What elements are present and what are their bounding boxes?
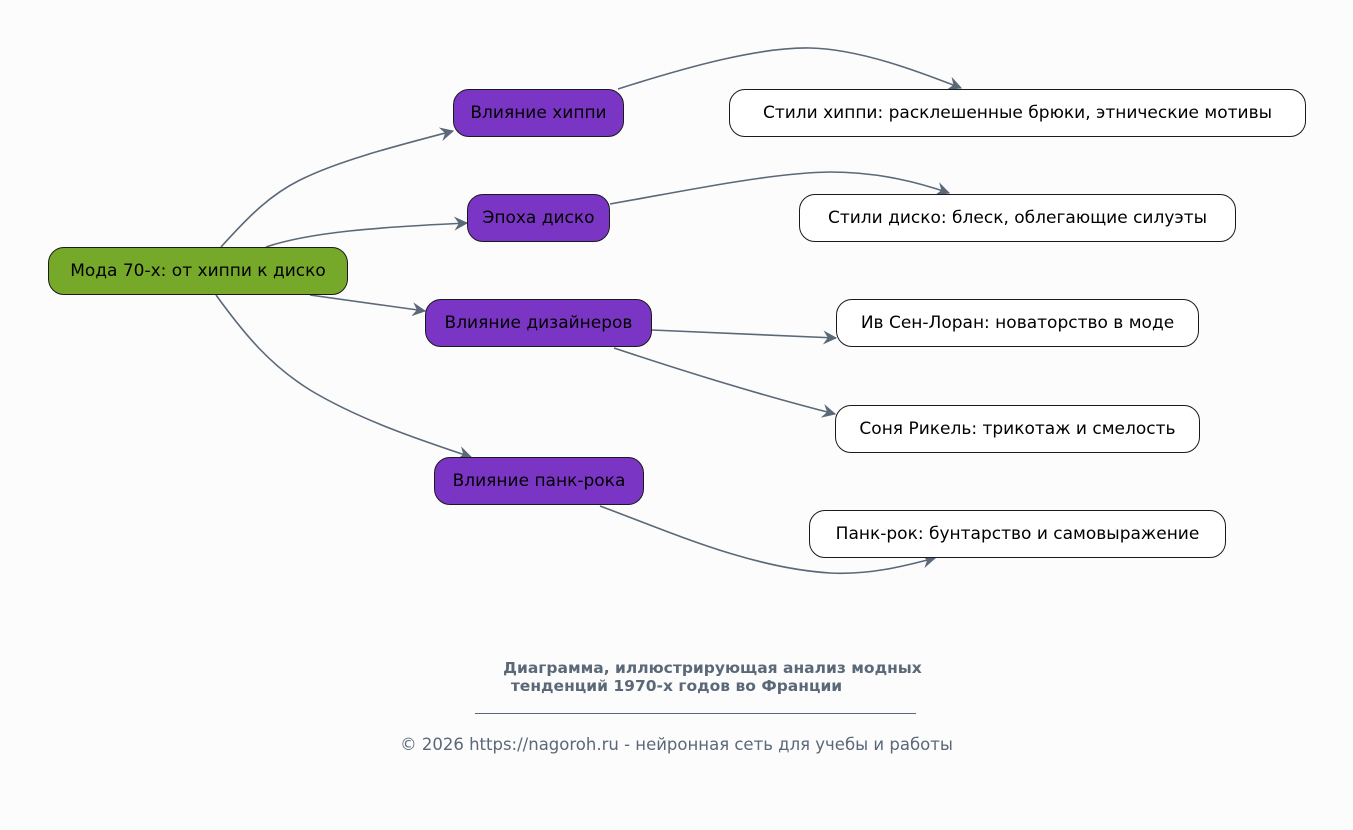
caption-divider [475, 713, 916, 714]
node-punk-influence-label: Влияние панк-рока [452, 471, 626, 491]
footer-copyright: © 2026 https://nagoroh.ru - нейронная се… [400, 735, 953, 754]
node-punk-styles-label: Панк-рок: бунтарство и самовыражение [835, 524, 1200, 544]
node-hippie-styles: Стили хиппи: расклешенные брюки, этничес… [729, 89, 1306, 137]
node-disco-styles: Стили диско: блеск, облегающие силуэты [799, 194, 1236, 242]
node-hippie-influence-label: Влияние хиппи [470, 103, 607, 123]
node-designers-influence: Влияние дизайнеров [425, 299, 652, 347]
node-root: Мода 70-х: от хиппи к диско [48, 247, 348, 295]
node-disco-era: Эпоха диско [467, 194, 610, 242]
edge-root-disco [265, 216, 469, 248]
edge-root-punk [215, 294, 473, 460]
edge-root-designers [309, 294, 427, 317]
node-punk-influence: Влияние панк-рока [434, 457, 644, 505]
node-ysl: Ив Сен-Лоран: новаторство в моде [836, 299, 1199, 347]
node-rykiel: Соня Рикель: трикотаж и смелость [835, 405, 1200, 453]
node-root-label: Мода 70-х: от хиппи к диско [70, 261, 326, 281]
caption-line-1: Диаграмма, иллюстрирующая анализ модных [503, 659, 922, 677]
node-disco-styles-label: Стили диско: блеск, облегающие силуэты [827, 208, 1208, 228]
node-rykiel-label: Соня Рикель: трикотаж и смелость [859, 419, 1176, 439]
edge-root-hippie [220, 127, 455, 248]
edge-hippie-style [617, 47, 963, 90]
node-punk-styles: Панк-рок: бунтарство и самовыражение [809, 510, 1226, 558]
caption-line-2: тенденций 1970-х годов во Франции [510, 677, 843, 695]
edge-disco-style [609, 171, 951, 205]
node-ysl-label: Ив Сен-Лоран: новаторство в моде [860, 313, 1175, 333]
node-hippie-styles-label: Стили хиппи: расклешенные брюки, этничес… [762, 103, 1273, 123]
node-disco-era-label: Эпоха диско [482, 208, 595, 228]
edge-designers-rykiel [613, 347, 837, 418]
edge-designers-ysl [651, 329, 838, 345]
node-designers-influence-label: Влияние дизайнеров [444, 313, 633, 333]
edge-punk-style [599, 505, 937, 575]
node-hippie-influence: Влияние хиппи [453, 89, 624, 137]
